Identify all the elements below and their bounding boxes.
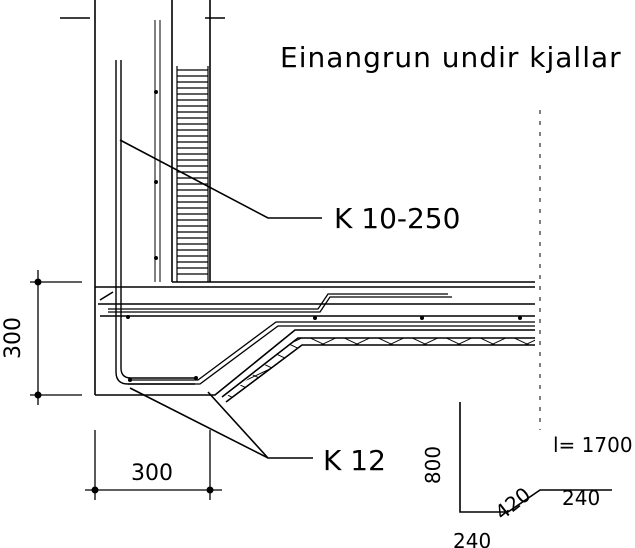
bar-shape xyxy=(459,402,612,513)
bar-length-label: l= 1700 xyxy=(553,433,633,457)
bar-bottom-label: 240 xyxy=(453,529,491,548)
dimension-vertical-label: 300 xyxy=(1,317,26,359)
wall-insulation-hatch xyxy=(176,66,209,282)
slab-rebar-dots xyxy=(126,315,522,382)
leader-line-k12-b xyxy=(207,391,269,459)
bar-diagonal-label: 420 xyxy=(490,482,535,524)
wall-rebar xyxy=(115,60,195,385)
slab-rebar xyxy=(108,293,535,385)
wall-rebar-dots xyxy=(154,90,158,260)
dimension-dot xyxy=(91,486,99,494)
drawing-title: Einangrun undir kjallar xyxy=(280,41,622,74)
dimension-dot xyxy=(34,278,42,286)
dimension-dot xyxy=(34,391,42,399)
wall xyxy=(60,0,225,395)
leader-line-k12 xyxy=(129,387,313,459)
rebar-label-k12: K 12 xyxy=(323,444,386,477)
bar-top-label: 240 xyxy=(562,486,600,510)
bar-vertical-label: 800 xyxy=(421,446,445,484)
leader-line-k10 xyxy=(119,139,322,219)
dimension-horizontal-label: 300 xyxy=(131,461,173,486)
rebar-label-k10: K 10-250 xyxy=(334,202,460,235)
dimension-dot xyxy=(206,486,214,494)
slab-insulation xyxy=(226,338,535,402)
dimension-vertical xyxy=(30,270,82,405)
